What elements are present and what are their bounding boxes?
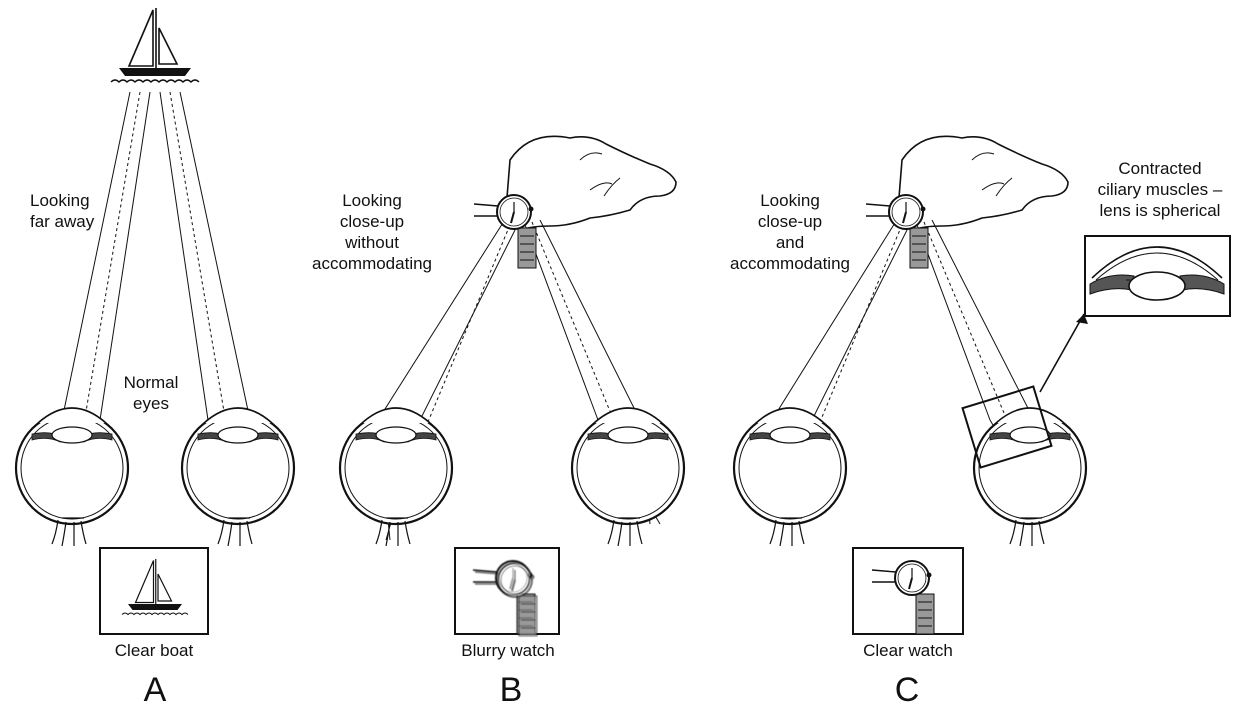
magnify-box [961, 385, 1053, 469]
view-label-line: without [345, 233, 399, 252]
inset-title: Contracted ciliary muscles – lens is sph… [1080, 158, 1240, 221]
lens-inset [1084, 235, 1231, 317]
inset-title-line: Contracted [1118, 159, 1202, 178]
view-label-line: accommodating [729, 254, 850, 273]
caption-c: Clear watch [863, 641, 953, 660]
caption-a: Clear boat [114, 641, 194, 660]
watch-icon [473, 194, 537, 269]
view-label-line: Looking [760, 191, 820, 210]
left-eye-icon [338, 406, 454, 548]
left-eye-icon [732, 406, 848, 548]
sailboat-icon [110, 7, 200, 83]
right-eye-icon [972, 406, 1088, 548]
view-label-line: accommodating [312, 254, 433, 273]
view-label-b: Looking close-up without accommodating [312, 190, 432, 274]
view-label-line: close-up [757, 212, 823, 231]
right-eye-icon [180, 406, 296, 548]
panel-letter-c: C [894, 671, 920, 709]
view-label-c: Looking close-up and accommodating [700, 190, 880, 274]
panel-letter-b: B [499, 671, 523, 709]
eye-label-line: eyes [133, 394, 169, 413]
left-eye-icon [14, 406, 130, 548]
right-eye-icon [570, 406, 686, 548]
view-label-line: and [775, 233, 805, 252]
panel-letter-a: A [143, 671, 167, 709]
view-label-line: Looking [342, 191, 402, 210]
view-label-line: Looking [30, 191, 90, 210]
inset-title-line: lens is spherical [1099, 201, 1221, 220]
callout-arrow [1039, 313, 1085, 393]
eye-label-line: Normal [123, 373, 179, 392]
light-rays [61, 91, 251, 519]
view-label-line: close-up [339, 212, 405, 231]
view-label-a: Looking far away [30, 190, 94, 232]
panel-b [338, 135, 686, 637]
inset-title-line: ciliary muscles – [1097, 180, 1223, 199]
caption-b: Blurry watch [461, 641, 555, 660]
panel-a [14, 7, 296, 635]
eye-label-a: Normal eyes [116, 372, 186, 414]
panel-c [732, 135, 1231, 635]
view-label-line: far away [30, 212, 95, 231]
